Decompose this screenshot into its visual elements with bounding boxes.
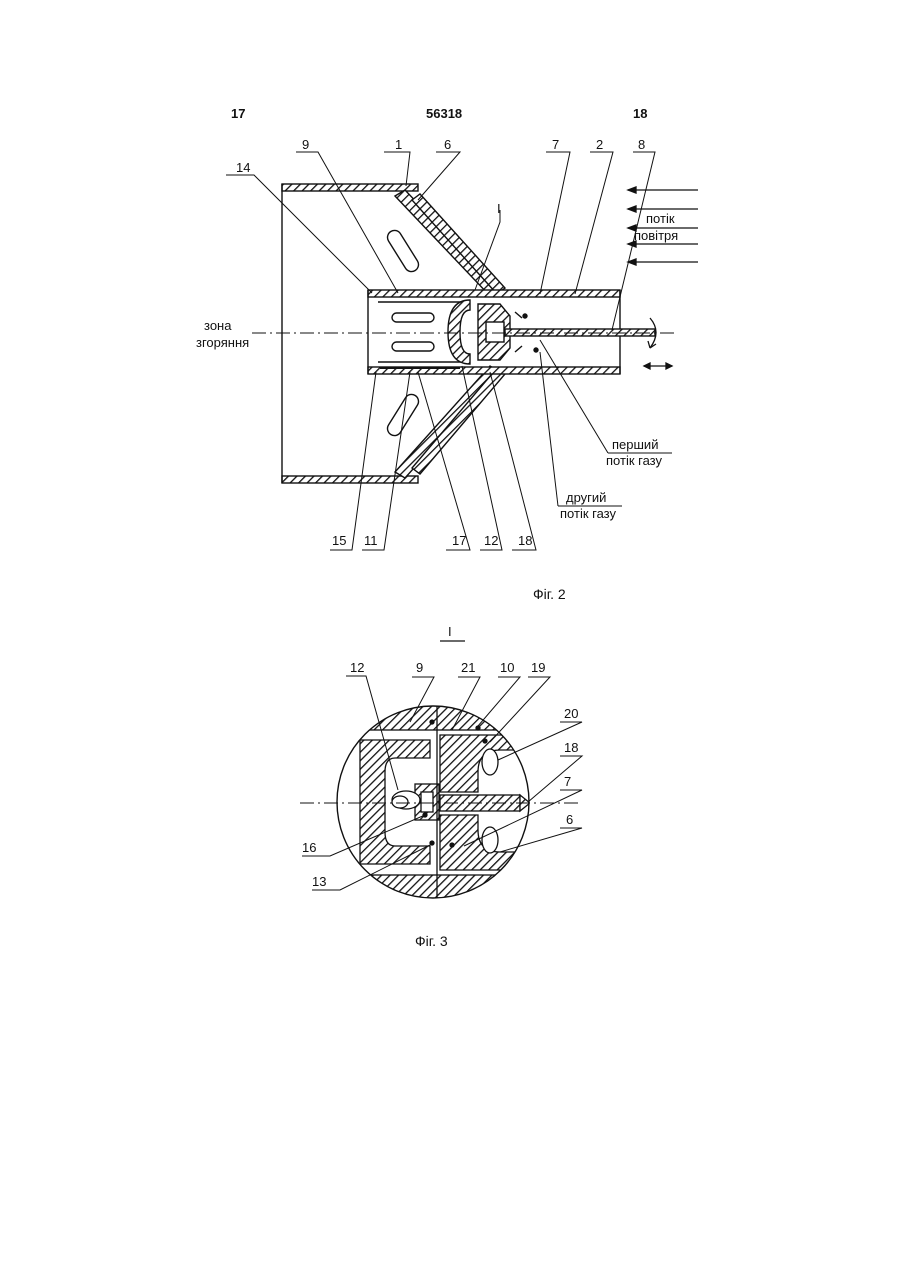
fig3-title: I	[448, 624, 452, 639]
air-flow-line1: потік	[646, 211, 675, 226]
fig3-label-18: 18	[564, 740, 578, 755]
fig3-caption: Фіг. 3	[415, 933, 448, 949]
first-gas-flow-line1: перший	[612, 437, 658, 452]
fig3-label-7: 7	[564, 774, 571, 789]
fig3-label-19: 19	[531, 660, 545, 675]
fig2-caption: Фіг. 2	[533, 586, 566, 602]
flow-mark-lower	[515, 346, 522, 352]
label-8: 8	[638, 137, 645, 152]
air-tube-upper-inner	[412, 194, 505, 294]
swirl-blade-upper	[385, 228, 421, 274]
fig3-label-16: 16	[302, 840, 316, 855]
label-9: 9	[302, 137, 309, 152]
label-11: 11	[364, 533, 378, 548]
flow-mark-upper	[515, 312, 522, 318]
fig3-label-9: 9	[416, 660, 423, 675]
combustion-zone-line2: згоряння	[196, 335, 249, 350]
label-14: 14	[236, 160, 250, 175]
label-6: 6	[444, 137, 451, 152]
label-15: 15	[332, 533, 346, 548]
combustion-zone-line1: зона	[204, 318, 232, 333]
fig3-label-13: 13	[312, 874, 326, 889]
fig3-label-21: 21	[461, 660, 475, 675]
nozzle-body-top	[368, 290, 620, 297]
second-gas-flow-line1: другий	[566, 490, 606, 505]
air-flow-line2: повітря	[634, 228, 678, 243]
air-flow-arrows	[628, 187, 698, 265]
label-12: 12	[484, 533, 498, 548]
cup-element	[448, 300, 470, 364]
swirl-blade-lower	[385, 392, 421, 438]
housing-bottom-wall	[282, 476, 418, 483]
label-18: 18	[518, 533, 532, 548]
double-arrow-icon	[644, 363, 672, 369]
air-tube-lower-inner	[412, 368, 505, 474]
fig3-label-20: 20	[564, 706, 578, 721]
label-17: 17	[452, 533, 466, 548]
fig3-label-12: 12	[350, 660, 364, 675]
label-1: 1	[395, 137, 402, 152]
figure-3: I	[300, 624, 582, 949]
label-detail-I: I	[497, 201, 501, 216]
slot-upper	[392, 313, 434, 322]
label-7: 7	[552, 137, 559, 152]
label-2: 2	[596, 137, 603, 152]
head-chamber	[486, 322, 504, 342]
fig3-label-10: 10	[500, 660, 514, 675]
slot-lower	[392, 342, 434, 351]
first-gas-flow-line2: потік газу	[606, 453, 662, 468]
second-gas-flow-line2: потік газу	[560, 506, 616, 521]
housing-top-wall	[282, 184, 418, 191]
fig3-label-6: 6	[566, 812, 573, 827]
